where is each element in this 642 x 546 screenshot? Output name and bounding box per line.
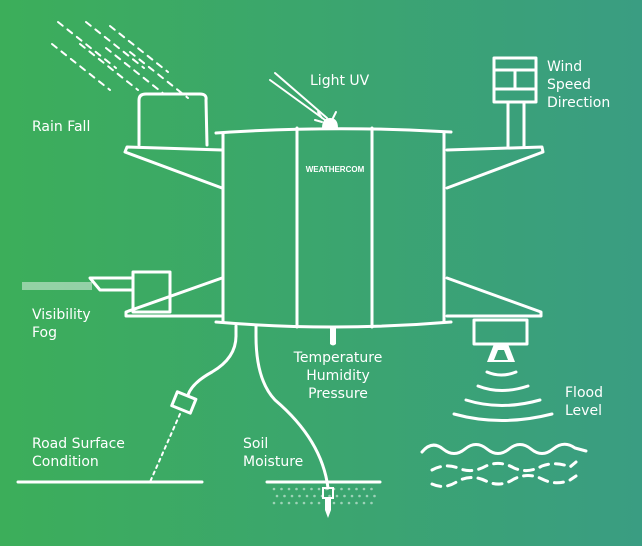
soil-dot	[340, 501, 343, 505]
label-moisture: Moisture	[243, 454, 303, 470]
visibility-sensor-icon	[22, 270, 172, 314]
soil-dot	[272, 501, 276, 505]
label-flood: Flood	[565, 385, 603, 401]
label-level: Level	[565, 403, 602, 419]
label-wind-direction: Direction	[547, 95, 610, 111]
soil-dot	[275, 494, 279, 498]
soil-dot	[290, 494, 294, 498]
soil-dot	[362, 487, 366, 491]
soil-dot	[332, 501, 336, 505]
soil-dot	[280, 487, 283, 491]
soil-dot	[305, 494, 309, 498]
soil-dot	[310, 501, 313, 505]
soil-dot	[355, 487, 358, 491]
temperature-probe-icon	[330, 328, 336, 346]
rain-streak	[109, 25, 169, 73]
wind-sensor-icon	[492, 56, 538, 149]
label-humidity: Humidity	[306, 368, 369, 384]
label-temperature: Temperature	[293, 350, 383, 366]
label-visibility: Visibility	[32, 307, 91, 323]
soil-dot	[287, 487, 291, 491]
uv-sensor-icon	[269, 72, 338, 128]
soil-dot	[298, 494, 301, 498]
rain-icon	[51, 21, 189, 99]
label-rain-fall: Rain Fall	[32, 119, 90, 135]
label-wind-speed: Speed	[547, 77, 591, 93]
station-body	[214, 126, 453, 329]
soil-sensor-icon	[254, 334, 382, 518]
label-light-uv: Light UV	[310, 73, 370, 89]
brand-label: WEATHERCOM	[306, 165, 365, 174]
lower-right-bracket	[445, 276, 543, 318]
soil-dot	[362, 501, 366, 505]
label-condition: Condition	[32, 454, 99, 470]
upper-right-bracket	[445, 145, 545, 190]
soil-dot	[340, 487, 343, 491]
soil-dot	[335, 494, 339, 498]
soil-dot	[347, 501, 351, 505]
cable-connectors	[234, 324, 258, 338]
soil-dot	[373, 494, 376, 498]
label-fog: Fog	[32, 325, 57, 341]
soil-dot	[343, 494, 346, 498]
label-pressure: Pressure	[308, 386, 368, 402]
rain-gauge-icon	[137, 92, 209, 147]
soil-dot	[280, 501, 283, 505]
rain-streak	[105, 47, 165, 95]
soil-dot	[302, 501, 306, 505]
soil-dot	[355, 501, 358, 505]
rain-streak	[129, 51, 189, 99]
upper-left-bracket	[123, 145, 224, 190]
soil-dot	[295, 501, 298, 505]
water-icon	[420, 442, 588, 488]
flood-sensor-icon	[452, 318, 554, 422]
label-wind: Wind	[547, 59, 582, 75]
road-sensor-icon	[16, 334, 238, 484]
soil-dot	[347, 487, 351, 491]
rain-streak	[79, 43, 139, 91]
soil-dot	[350, 494, 354, 498]
soil-dot	[328, 494, 331, 498]
soil-dot	[295, 487, 298, 491]
soil-dot	[370, 501, 373, 505]
soil-dot	[283, 494, 286, 498]
soil-dot	[365, 494, 369, 498]
rain-streak	[85, 21, 145, 69]
soil-dot	[358, 494, 361, 498]
soil-dot	[317, 487, 321, 491]
soil-dot	[313, 494, 316, 498]
rain-streak	[57, 21, 117, 69]
soil-dot	[310, 487, 313, 491]
soil-dot	[287, 501, 291, 505]
label-road-surface: Road Surface	[32, 436, 125, 452]
label-soil: Soil	[243, 436, 268, 452]
rain-streak	[51, 43, 111, 91]
soil-dot	[317, 501, 321, 505]
soil-dot	[302, 487, 306, 491]
soil-dot	[370, 487, 373, 491]
lower-left-bracket	[124, 276, 224, 318]
soil-dot	[272, 487, 276, 491]
